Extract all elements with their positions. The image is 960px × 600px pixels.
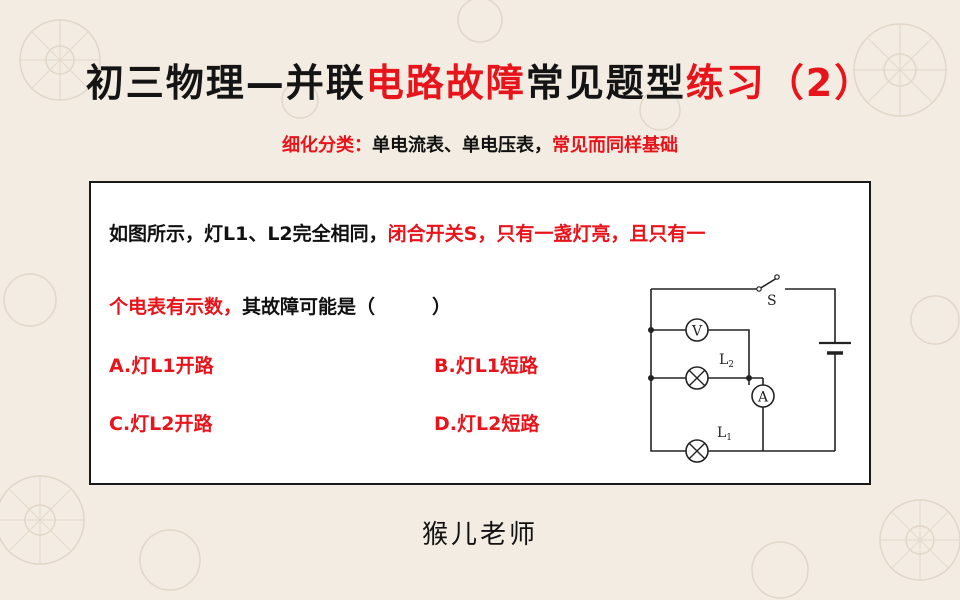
switch-blade: [758, 277, 778, 290]
subtitle-part-2: 单电流表、单电压表，: [372, 135, 552, 156]
question-line-1: 如图所示，灯L1、L2完全相同，闭合开关S，只有一盏灯亮，且只有一: [109, 219, 705, 246]
option-d[interactable]: D.灯L2短路: [434, 413, 540, 435]
switch-contact: [756, 286, 762, 292]
wire-top-right: [785, 288, 836, 343]
wire-voltmeter-right: [708, 329, 750, 385]
title-part-2: 电路故障: [365, 61, 526, 105]
option-c[interactable]: C.灯L2开路: [109, 413, 213, 435]
lamp-l2-label: L2: [719, 352, 734, 370]
junction-dot: [648, 327, 654, 333]
option-a[interactable]: A.灯L1开路: [109, 355, 214, 377]
switch-label: S: [767, 293, 777, 309]
question-line-1-black: 如图所示，灯L1、L2完全相同，: [109, 223, 388, 245]
wire-left-bottom: [650, 289, 835, 452]
lamp-l1-subscript: 1: [726, 433, 732, 443]
question-line-2-black: 其故障可能是（ ）: [242, 296, 452, 318]
question-line-2: 个电表有示数，其故障可能是（ ）: [109, 292, 451, 319]
question-line-1-red: 闭合开关S，只有一盏灯亮，且只有一: [387, 223, 706, 245]
lamp-l2-letter: L: [719, 352, 728, 368]
lamp-l1-label: L1: [717, 425, 732, 443]
title-part-5: （2）: [765, 61, 875, 105]
option-b[interactable]: B.灯L1短路: [434, 355, 539, 377]
lamp-l1-letter: L: [717, 425, 726, 441]
question-line-2-red: 个电表有示数，: [109, 296, 243, 318]
junction-dot: [648, 375, 654, 381]
page-subtitle: 细化分类：单电流表、单电压表，常见而同样基础: [0, 131, 960, 157]
page-title: 初三物理—并联电路故障常见题型练习（2）: [0, 52, 960, 107]
voltmeter-label: V: [691, 324, 703, 340]
circuit-background: [647, 261, 861, 471]
ammeter-icon: [751, 384, 775, 408]
switch-pivot: [774, 274, 780, 280]
junction-dot: [746, 375, 752, 381]
voltmeter-icon: [685, 318, 709, 342]
question-card: 如图所示，灯L1、L2完全相同，闭合开关S，只有一盏灯亮，且只有一 个电表有示数…: [89, 181, 871, 485]
subtitle-part-3: 常见而同样基础: [552, 135, 678, 156]
subtitle-part-1: 细化分类：: [282, 135, 372, 156]
title-part-1: 初三物理—并联: [85, 61, 366, 105]
title-part-3: 常见题型: [525, 61, 686, 105]
ammeter-label: A: [757, 390, 769, 406]
lamp-l2-cross: [688, 369, 706, 387]
lamp-l2-subscript: 2: [728, 360, 734, 370]
author-name: 猴儿老师: [421, 520, 538, 550]
lamp-l1-cross: [688, 442, 706, 460]
title-part-4: 练习: [685, 61, 766, 105]
circuit-diagram: V A S L2 L1: [647, 261, 861, 471]
